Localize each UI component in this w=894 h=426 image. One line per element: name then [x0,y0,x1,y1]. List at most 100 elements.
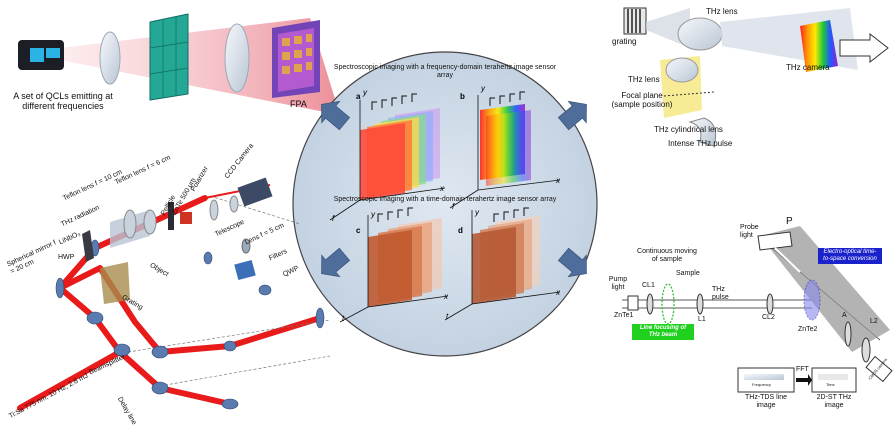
arrow-top-right [557,100,587,131]
linbo3-crystal [82,230,94,262]
znte1-label: ZnTe1 [614,312,634,319]
st-image-label: 2D-ST THz image [816,394,852,409]
cl2-label: CL2 [762,314,775,321]
thz-lens-top [677,17,723,51]
panel-d-x: x [556,288,560,297]
panel-c-letter: c [356,226,361,235]
cl1-label: CL1 [642,282,655,289]
znte-crystal [180,212,192,224]
lens-5cm [241,238,251,254]
panel-d-y: y [475,208,479,217]
panel-b-x: x [556,176,560,185]
cyl-lens-label: THz cylindrical lens [654,125,723,134]
panel-d-t: t [446,312,449,321]
panel-b-f: f [452,202,455,211]
l1-label: L1 [698,316,706,323]
frequency-label: Frequency [752,382,771,387]
optical-components [55,239,325,410]
pellicle [168,202,174,230]
pixel-hooks [371,91,529,222]
delay-lines [127,195,331,387]
qcl-setup [18,13,340,115]
thz-pulse-label: THz pulse [712,286,729,301]
fpa-label: FPA [290,99,307,109]
znte2 [803,279,821,321]
probe-beam-grey [760,226,890,352]
laser-setup [17,177,331,411]
eo-conversion-box: Electro-optical time-to-space conversion [818,248,882,264]
thz-lens-mid-label: THz lens [628,75,660,84]
thz-camera-label: THz camera [786,63,830,72]
focal-plane-label: Focal plane (sample position) [611,91,673,109]
qcl-label: A set of QCLs emitting at different freq… [13,91,113,111]
znte2-label: ZnTe2 [798,326,818,333]
cl2 [766,293,774,315]
arrow-bottom-right [557,247,587,278]
znte1-crystal [627,295,639,311]
time-label: Time [826,382,835,387]
cmos-camera [865,355,893,383]
circle-title-top: Spectroscopic imaging with a frequency-d… [333,64,557,80]
hwp-label: HWP [58,254,75,261]
panel-c-stack [368,218,442,307]
qcl-device [18,40,64,70]
filters [234,259,256,281]
arrow-bottom-left [321,247,351,278]
panel-c-y: y [371,210,375,219]
panel-a-f: f [332,214,335,223]
qcl-lens-1 [99,31,121,85]
fft-arrow [796,374,812,386]
panel-d-letter: d [458,226,463,235]
direction-arrows [321,100,587,278]
p-label: P [786,216,793,227]
panel-b-stack [480,104,531,186]
l2 [861,337,871,363]
l2-label: L2 [870,318,878,325]
a-label: A [842,312,847,319]
teflon-lenses [110,209,157,248]
eo-setup [622,226,893,393]
grating-block [100,262,130,304]
panel-a-stack [360,108,440,200]
continuous-label: Continuous moving of sample [637,248,697,263]
panel-a-y: y [363,88,367,97]
spectrum [800,20,838,72]
panel-d-stack [472,215,540,304]
probe-label: Probe light [740,224,759,239]
grating-label: grating [612,37,637,46]
sample-region [661,283,675,325]
l1 [696,293,704,315]
line-focus-box: Line focusing of THz beam [632,324,694,340]
cl1 [646,293,654,315]
analyzer [844,321,852,347]
panel-b-letter: b [460,92,465,101]
qcl-beam [60,18,340,115]
panel-b-y: y [481,84,485,93]
panel-c-t: t [342,314,345,323]
intense-pulse-label: Intense THz pulse [668,139,733,148]
probe-arrow [774,247,801,273]
tds-image-label: THz-TDS line image [744,394,787,409]
figure-graphics [17,7,893,411]
panel-a-letter: a [356,92,361,101]
arrow-top-left [321,100,351,131]
panel-axes [329,95,561,323]
grating-setup [623,7,889,147]
fft-label: FFT [796,366,809,373]
pump-label: Pump light [608,276,628,291]
telescope [209,195,239,221]
panel-c-x: x [444,292,448,301]
thz-lens-mid [665,57,699,83]
cylindrical-lens [688,117,717,147]
ccd-camera [237,177,273,207]
figure: A set of QCLs emitting at different freq… [6,7,893,426]
tds-line-image [737,367,795,393]
st-image [811,367,857,393]
panel-a-x: x [440,184,444,193]
grating [623,7,647,35]
sample-grid [149,13,189,101]
fpa-sensor [272,20,320,98]
thz-camera-arrow [839,32,889,64]
thz-lens-top-label: THz lens [706,7,738,16]
qcl-lens-2 [224,23,250,93]
